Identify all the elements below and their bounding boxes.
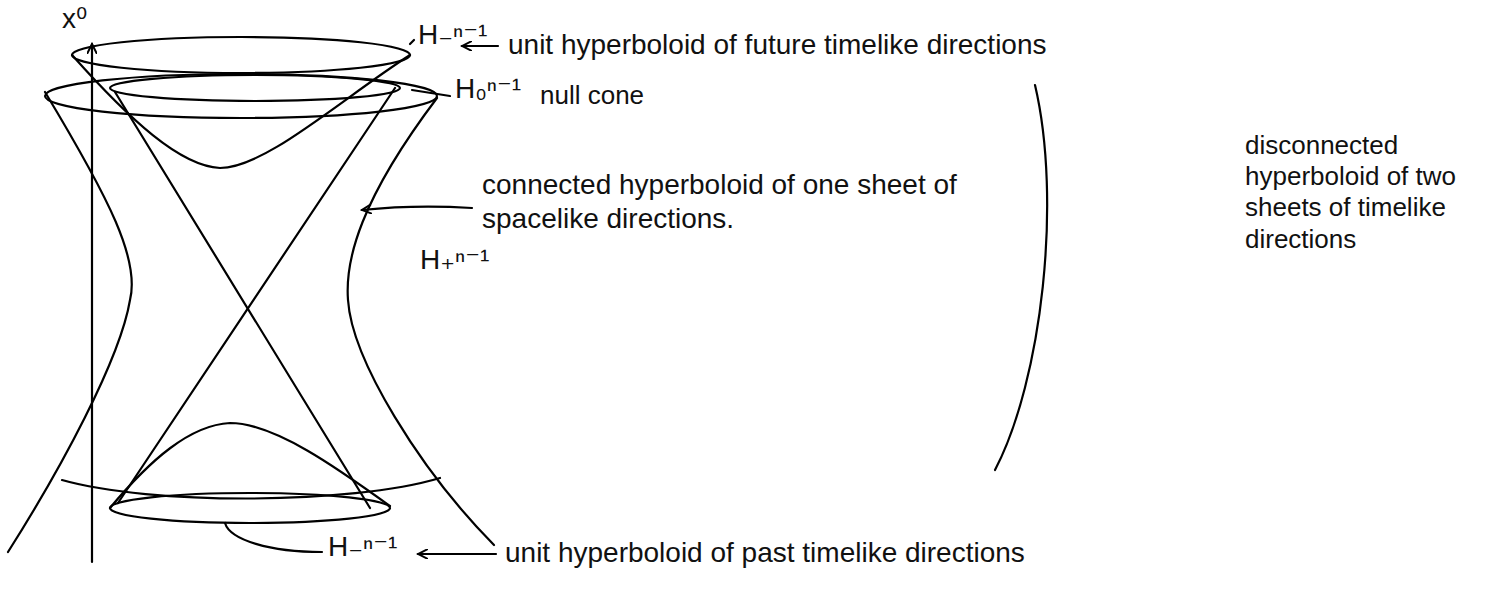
time-axis [91,44,93,562]
arrow [362,207,472,210]
leader-line [412,90,450,96]
hyperboloid-name: H₋ⁿ⁻¹ [328,530,397,564]
leader-line [225,523,322,552]
leader-line [410,40,414,44]
annotation: connected hyperboloid of one sheet of sp… [482,168,1012,235]
one-sheet-lower-ring [62,478,440,499]
arrow [418,553,496,555]
past-sheet-rim [110,493,390,523]
axis-label: x⁰ [62,2,87,36]
hyperboloid-name: H₀ⁿ⁻¹ [455,72,521,106]
annotation: unit hyperboloid of future timelike dire… [508,28,1047,62]
bracket [995,85,1047,470]
annotation: unit hyperboloid of past timelike direct… [505,536,1025,570]
future-sheet-rim [72,37,410,73]
past-sheet [110,423,390,508]
annotation: null cone [540,80,644,111]
annotation: disconnected hyperboloid of two sheets o… [1245,130,1500,255]
hyperboloid-name: H₋ⁿ⁻¹ [418,18,487,52]
one-sheet-right [348,98,494,545]
null-cone-line [118,88,395,503]
null-cone-line [115,92,370,508]
hyperboloid-name: H₊ⁿ⁻¹ [420,243,489,277]
null-cone-rim [110,75,400,101]
